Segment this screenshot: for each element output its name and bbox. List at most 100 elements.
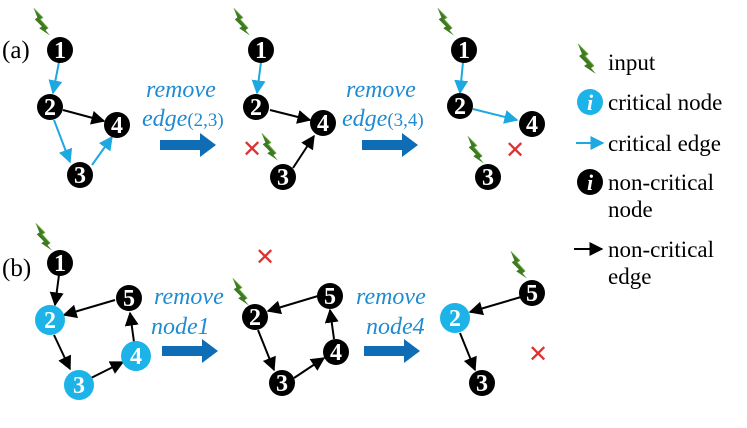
svg-text:2: 2 [44,308,56,334]
node: 2 [447,93,473,120]
svg-text:4: 4 [526,112,538,138]
input-icon [510,251,527,279]
svg-text:4: 4 [330,340,342,366]
noncritical-edge [124,311,139,343]
svg-text:3: 3 [476,371,488,397]
input-icon [437,8,454,36]
critical-node: 4 [121,341,151,371]
critical-edge [91,135,113,166]
panel-a-label: (a) [2,37,30,64]
graph-b2: ✕ 2 5 4 3 [232,243,349,397]
operation-object: node1 [151,314,210,340]
svg-text:4: 4 [317,111,329,137]
critical-node: 2 [35,305,65,335]
operation-label: remove [146,77,216,103]
noncritical-edge [293,357,326,379]
svg-text:3: 3 [73,373,85,399]
critical-edge [454,61,469,95]
legend-noncritical-edge-label-2: edge [608,264,651,289]
svg-text:3: 3 [277,165,289,191]
node: 4 [323,339,349,366]
node: 4 [104,112,130,139]
node: 1 [248,37,274,64]
node: 5 [519,280,545,307]
noncritical-edge [53,334,71,371]
operation-object: edge(3,4) [342,106,424,132]
critical-node-legend-icon [577,89,603,115]
node: 5 [317,283,343,310]
transition-arrow [362,133,418,157]
noncritical-edge [257,329,276,372]
svg-text:4: 4 [130,344,142,370]
node: 1 [47,37,73,64]
legend-critical-edge-label: critical edge [608,131,721,156]
node: 3 [270,164,296,191]
graph-a3: ✕ 1 2 4 3 [437,8,545,191]
node: 3 [269,370,295,397]
noncritical-edge [266,295,319,315]
svg-text:3: 3 [276,371,288,397]
removed-mark-icon: ✕ [242,135,262,163]
operation-label: remove [154,284,224,310]
node: 2 [37,94,63,121]
noncritical-edge [90,361,125,379]
svg-text:1: 1 [255,38,267,64]
legend-noncritical-node-label: non-critical [608,170,714,195]
noncritical-edge [269,109,312,124]
svg-text:2: 2 [454,94,466,120]
svg-text:3: 3 [482,165,494,191]
legend-noncritical-node-label-2: node [608,197,653,222]
legend-noncritical-edge-label: non-critical [608,237,714,262]
svg-text:5: 5 [324,284,336,310]
legend-critical-node-label: critical node [608,90,722,115]
critical-edge [53,119,73,164]
svg-text:2: 2 [449,306,461,332]
noncritical-edge [459,332,477,372]
noncritical-edge [62,109,106,125]
noncritical-edge [49,274,64,307]
noncritical-edge [324,308,339,340]
svg-text:2: 2 [44,95,56,121]
graph-b1: 1 2 5 4 3 [35,223,151,400]
node: 1 [451,37,477,64]
removed-mark-icon: ✕ [255,243,275,271]
input-icon [261,133,278,161]
input-icon [35,223,52,251]
input-icon [577,44,596,74]
transition-arrow [162,339,218,363]
input-icon [232,278,249,306]
operation-label: remove [346,77,416,103]
removed-mark-icon: ✕ [505,136,525,164]
node: 4 [519,111,545,138]
legend: input i critical node critical edge i no… [574,44,722,289]
input-icon [467,136,484,164]
legend-input-label: input [608,50,656,75]
svg-text:2: 2 [249,305,261,331]
noncritical-edge [62,299,116,319]
node: 2 [242,304,268,331]
operation-object: edge(2,3) [142,106,224,132]
svg-text:i: i [587,90,594,115]
node: 3 [475,164,501,191]
noncritical-node-legend-icon [577,169,603,195]
operation-object: node4 [366,314,425,340]
node: 3 [67,162,93,189]
node: 2 [243,94,269,121]
svg-text:5: 5 [526,281,538,307]
node: 4 [310,110,336,137]
transition-arrow [160,133,216,157]
panel-b-label: (b) [2,255,31,282]
graph-a1: 1 2 4 3 [33,8,130,189]
graph-a2: ✕ 1 2 4 3 [233,8,336,191]
input-icon [233,8,250,36]
svg-text:1: 1 [54,251,66,277]
node: 3 [469,370,495,397]
operation-label: remove [356,284,426,310]
svg-text:2: 2 [250,95,262,121]
removed-mark-icon: ✕ [528,340,548,368]
critical-node: 3 [64,370,94,400]
svg-text:5: 5 [123,286,135,312]
node: 1 [47,250,73,277]
svg-text:1: 1 [458,38,470,64]
